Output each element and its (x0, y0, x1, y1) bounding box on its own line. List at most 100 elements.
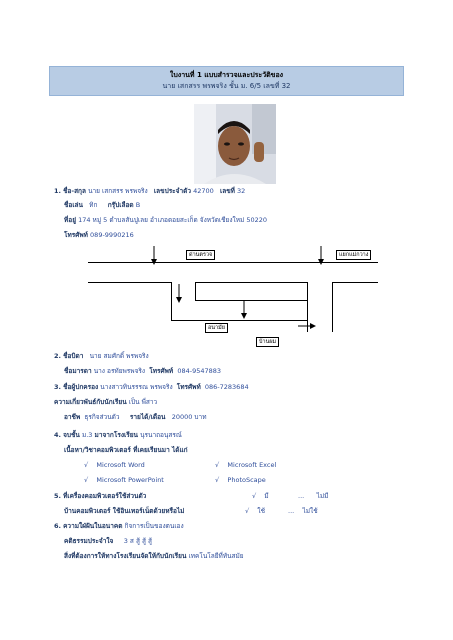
id-label: เลขประจำตัว (153, 187, 192, 195)
road-line (171, 282, 172, 320)
road-line (171, 320, 307, 321)
item4-num: 4. (54, 431, 61, 439)
q1-answers: √ มี (252, 492, 269, 501)
arrow-down-icon (241, 300, 247, 319)
q2-dots: ... (288, 507, 295, 515)
blood-label: กรุ๊ปเลือด (107, 201, 134, 209)
road-line (195, 300, 307, 301)
name-value: นาย เสกสรร พรพจริง (88, 187, 148, 195)
relation-value: เป็น พี่สาว (128, 398, 158, 406)
motto-value: 3 ส สู้ สู้ สู้ (123, 537, 152, 545)
opt-powerpoint: Microsoft PowerPoint (96, 476, 164, 484)
item6-line1: 6. ความใฝ่ฝันในอนาคต กิจการเป็นของตนเอง (54, 522, 184, 531)
item4-line1: 4. จบชั้น ม.3 มาจากโรงเรียน นุรนาถอนุสรณ… (54, 431, 182, 440)
item6-line3: สิ่งที่ต้องการให้ทางโรงเรียนจัดให้กับนัก… (64, 552, 244, 561)
q1-label: ที่เครื่องคอมพิวเตอร์ใช้ส่วนตัว (63, 492, 147, 500)
opt4-row: √ PhotoScape (215, 476, 266, 485)
item3-line2: ความเกี่ยวพันธ์กับนักเรียน เป็น พี่สาว (54, 398, 157, 407)
relation-label: ความเกี่ยวพันธ์กับนักเรียน (54, 398, 127, 406)
item1-line1: 1. ชื่อ-สกุล นาย เสกสรร พรพจริง เลขประจำ… (54, 187, 245, 196)
check-icon: √ (215, 476, 220, 484)
item3-line3: อาชีพ ธุรกิจส่วนตัว รายได้/เดือน 20000 บ… (64, 413, 207, 422)
item6-line2: คติธรรมประจำใจ 3 ส สู้ สู้ สู้ (64, 537, 152, 546)
school-grade: ม.3 (81, 431, 93, 439)
check-icon: √ (84, 461, 89, 469)
item4-line2: เนื้อหา/วิชาคอมพิวเตอร์ ที่เคยเรียนมา ได… (64, 446, 188, 455)
q2-yes: ใช้ (257, 507, 266, 515)
father-value: นาย สมศักดิ์ พรพจริง (89, 352, 149, 360)
map-label-checkpoint: ด่านตรวจ (186, 250, 216, 260)
income-value: 20000 บาท (171, 413, 207, 421)
job-label: อาชีพ (64, 413, 81, 421)
father-label: ชื่อบิดา (63, 352, 84, 360)
arrow-down-icon (176, 284, 182, 303)
job-value: ธุรกิจส่วนตัว (84, 413, 120, 421)
mother-phone-value: 084-9547883 (177, 367, 222, 375)
hobby-value: กิจการเป็นของตนเอง (124, 522, 184, 530)
map-label-health-center: อนามัย (205, 323, 228, 333)
expect-label: สิ่งที่ต้องการให้ทางโรงเรียนจัดให้กับนัก… (64, 552, 187, 560)
student-photo-image (194, 104, 276, 184)
arrow-down-icon (318, 246, 324, 265)
mother-phone-label: โทรศัพท์ (149, 367, 174, 375)
income-label: รายได้/เดือน (129, 413, 166, 421)
mother-label: ชื่อมารดา (64, 367, 92, 375)
item3-line1: 3. ชื่อผู้ปกครอง นางสาวทินรรรณ พรพจริง โ… (54, 383, 249, 392)
student-photo (194, 104, 276, 184)
phone-value: 089-9990216 (90, 231, 134, 239)
arrow-right-icon (298, 323, 316, 329)
road-line (195, 282, 196, 300)
opt1-row: √ Microsoft Word (84, 461, 145, 470)
map-label-home: บ้านผม (256, 337, 280, 347)
q2-answers: √ ใช้ (245, 507, 265, 516)
q2-label: บ้านคอมพิวเตอร์ ใช้อินเทอร์เน็ตด้วยหรือไ… (64, 507, 185, 515)
addr-value: 174 หมู่ 5 ตำบลสันปูเลย อำเภอดอยสะเก็ด จ… (78, 216, 268, 224)
addr-label: ที่อยู่ (64, 216, 76, 224)
road-line (307, 282, 308, 332)
item1-num: 1. (54, 187, 61, 195)
road-line (332, 282, 378, 283)
check-icon: √ (215, 461, 220, 469)
hobby-label: ความใฝ่ฝันในอนาคต (63, 522, 123, 530)
school-label: จบชั้น (63, 431, 80, 439)
road-line (88, 282, 171, 283)
school-value: นุรนาถอนุสรณ์ (140, 431, 182, 439)
worksheet-subtitle: นาย เสกสรร พรพจริง ชั้น ม. 6/5 เลขที่ 32 (162, 82, 291, 90)
content-label: เนื้อหา/วิชาคอมพิวเตอร์ ที่เคยเรียนมา ได… (64, 446, 188, 454)
opt3-row: √ Microsoft PowerPoint (84, 476, 164, 485)
check-icon: √ (84, 476, 89, 484)
item1-line2: ชื่อเล่น ทิก กรุ๊ปเลือด B (64, 201, 140, 210)
worksheet-title: ใบงานที่ 1 แบบสำรวจและประวัติของ (169, 71, 284, 79)
item2-num: 2. (54, 352, 61, 360)
motto-label: คติธรรมประจำใจ (64, 537, 114, 545)
opt-excel: Microsoft Excel (227, 461, 277, 469)
item3-num: 3. (54, 383, 61, 391)
item2-line1: 2. ชื่อบิดา นาย สมศักดิ์ พรพจริง (54, 352, 149, 361)
map-label-junction: แยกแม่กวาง (336, 250, 372, 260)
item1-line3: ที่อยู่ 174 หมู่ 5 ตำบลสันปูเลย อำเภอดอย… (64, 216, 267, 225)
guardian-label: ชื่อผู้ปกครอง (63, 383, 99, 391)
mother-value: นาง อรทัยพรพจริง (93, 367, 146, 375)
item6-num: 6. (54, 522, 61, 530)
item5-line2: บ้านคอมพิวเตอร์ ใช้อินเทอร์เน็ตด้วยหรือไ… (64, 507, 184, 516)
road-line (195, 282, 307, 283)
guardian-phone-label: โทรศัพท์ (176, 383, 201, 391)
nick-value: ทิก (89, 201, 98, 209)
q2-no: ไม่ใช้ (302, 507, 318, 515)
arrow-down-icon (151, 246, 157, 265)
road-line (88, 262, 378, 263)
guardian-phone-value: 086-7283684 (204, 383, 249, 391)
item5-num: 5. (54, 492, 61, 500)
item1-line4: โทรศัพท์ 089-9990216 (64, 231, 134, 240)
opt-photoscape: PhotoScape (227, 476, 266, 484)
q1-dots: ... (298, 492, 305, 500)
guardian-value: นางสาวทินรรรณ พรพจริง (100, 383, 173, 391)
item2-line2: ชื่อมารดา นาง อรทัยพรพจริง โทรศัพท์ 084-… (64, 367, 221, 376)
road-line (332, 282, 333, 332)
opt-word: Microsoft Word (96, 461, 145, 469)
no-value: 32 (237, 187, 246, 195)
school-from-label: มาจากโรงเรียน (94, 431, 138, 439)
item5-line1: 5. ที่เครื่องคอมพิวเตอร์ใช้ส่วนตัว (54, 492, 146, 501)
q1-yes: มี (264, 492, 269, 500)
expect-value: เทคโนโลยีที่ทันสมัย (188, 552, 244, 560)
